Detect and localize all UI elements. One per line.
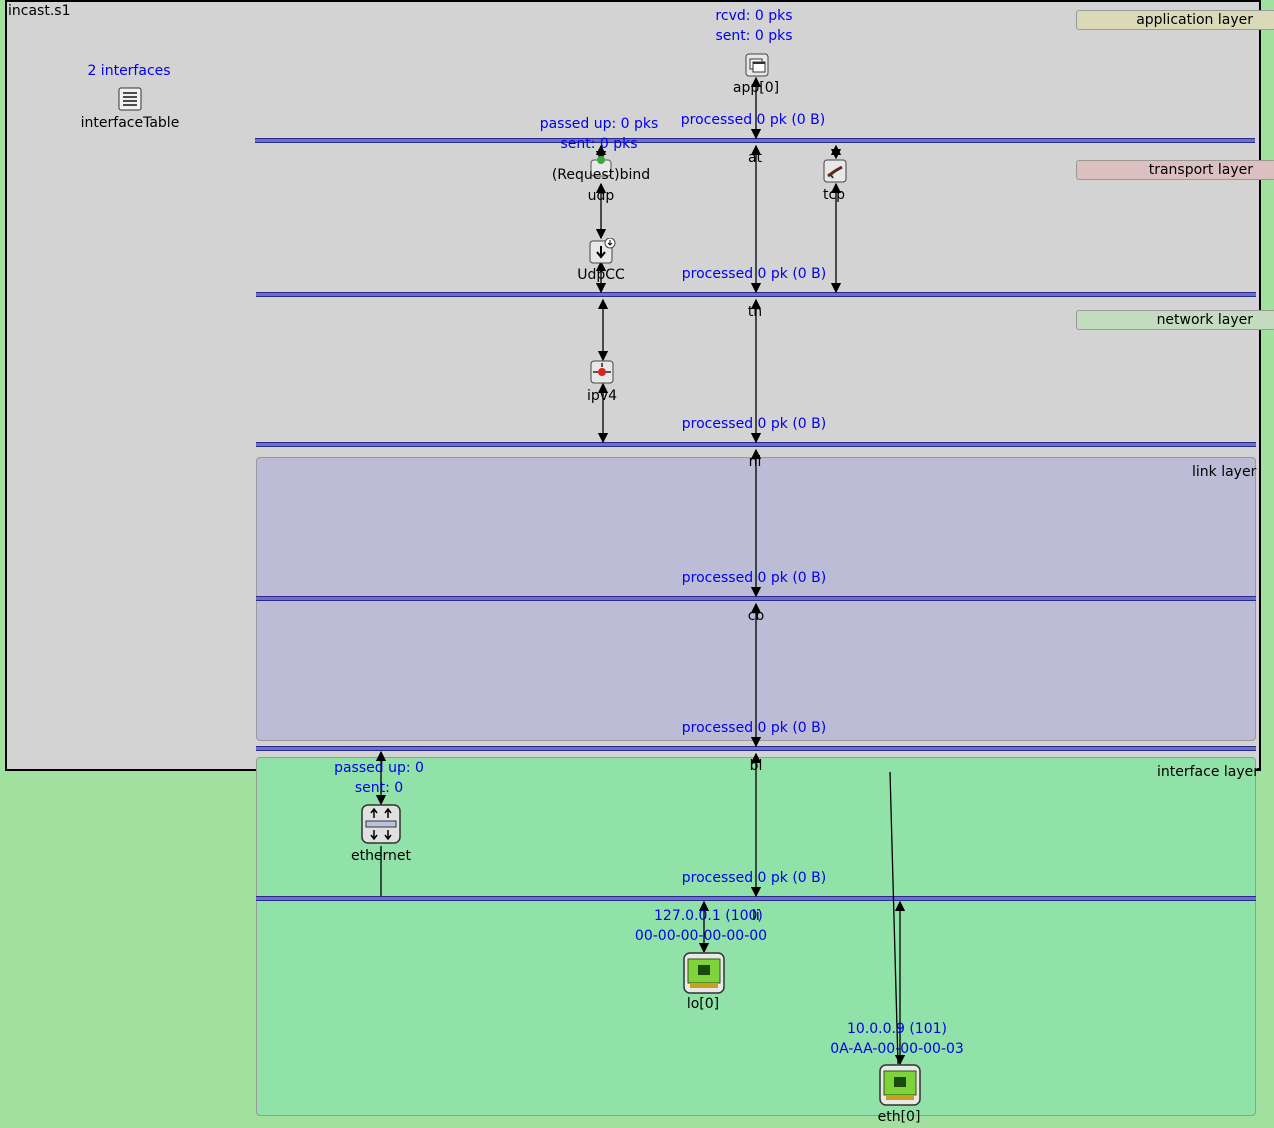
ipv4-label: ipv4 [587, 388, 617, 404]
nl-stat: processed 0 pk (0 B) [681, 416, 827, 432]
application-layer-tag: application layer [1076, 10, 1274, 30]
udpcc-label: UdpCC [577, 267, 625, 283]
tn-label: tn [747, 304, 763, 320]
interface-layer-label: interface layer [1157, 764, 1260, 780]
eth-mac: 0A-AA-00-00-00-03 [830, 1041, 964, 1057]
nic-icon [879, 1064, 921, 1106]
app-stat-rcvd: rcvd: 0 pks [715, 8, 793, 24]
bus-cb [256, 596, 1256, 601]
udp-stat-passed: passed up: 0 pks [539, 116, 659, 132]
lo-module[interactable] [683, 952, 725, 998]
ethernet-stat-sent: sent: 0 [354, 780, 404, 796]
ethernet-module[interactable] [361, 804, 401, 848]
bus-tn [256, 292, 1256, 297]
tcp-label: tcp [822, 187, 846, 203]
lo-mac: 00-00-00-00-00-00 [634, 928, 768, 944]
bus-nl [256, 442, 1256, 447]
udp-icon [590, 156, 612, 177]
bl-label: bl [749, 758, 763, 774]
udp-stat-sent: sent: 0 pks [560, 136, 638, 152]
tcp-icon [823, 159, 847, 183]
eth-label: eth[0] [877, 1109, 921, 1125]
udp-status: (Request)bind [551, 167, 651, 183]
interface-table-label: interfaceTable [80, 115, 180, 131]
cb-stat: processed 0 pk (0 B) [681, 570, 827, 586]
at-stat: processed 0 pk (0 B) [680, 112, 826, 128]
nic-icon [683, 952, 725, 994]
nl-label: nl [748, 454, 762, 470]
app-stat-sent: sent: 0 pks [715, 28, 793, 44]
lo-label: lo[0] [686, 996, 720, 1012]
udp-label: udp [587, 188, 615, 204]
ipv4-module[interactable] [590, 360, 614, 388]
bus-at [255, 138, 1255, 143]
transport-layer-tag: transport layer [1076, 160, 1274, 180]
bl-stat: processed 0 pk (0 B) [681, 720, 827, 736]
app-label: app[0] [732, 80, 780, 96]
lo-addr: 127.0.0.1 (100) [654, 908, 763, 924]
table-icon [118, 87, 142, 111]
ethernet-stat-passed: passed up: 0 [334, 760, 424, 776]
eth-addr: 10.0.0.9 (101) [847, 1021, 947, 1037]
download-icon [589, 237, 616, 264]
cb-label: cb [747, 608, 765, 624]
li-label: li [752, 908, 760, 924]
module-title: incast.s1 [8, 3, 71, 19]
udp-module[interactable] [590, 155, 612, 181]
tcp-module[interactable] [823, 159, 847, 187]
li-stat: processed 0 pk (0 B) [681, 870, 827, 886]
ethernet-label: ethernet [350, 848, 412, 864]
ethernet-icon [361, 804, 401, 844]
network-layer-tag: network layer [1076, 310, 1274, 330]
app-module[interactable] [745, 53, 769, 81]
bus-li [256, 896, 1256, 901]
eth-module[interactable] [879, 1064, 921, 1110]
tn-stat: processed 0 pk (0 B) [681, 266, 827, 282]
interface-table-stat: 2 interfaces [87, 63, 171, 79]
at-label: at [747, 150, 763, 166]
bus-bl [256, 746, 1256, 751]
interface-table-icon[interactable] [118, 87, 142, 115]
link-layer-label: link layer [1192, 464, 1257, 480]
application-window-icon [745, 53, 769, 77]
router-icon [590, 360, 614, 384]
udpcc-module[interactable] [589, 237, 619, 268]
